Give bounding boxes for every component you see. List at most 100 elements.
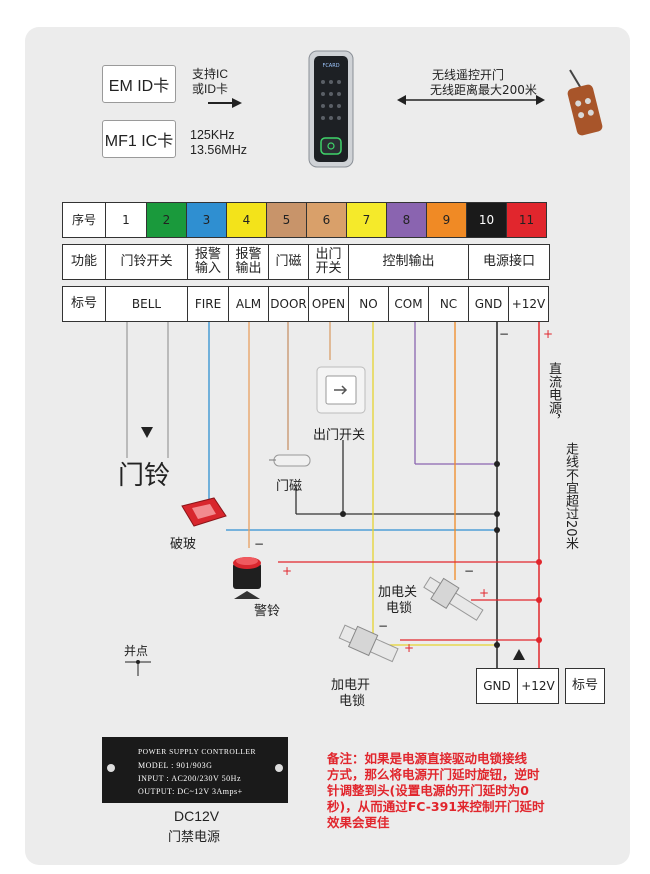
exit-button-label: 出门开关 — [313, 428, 366, 443]
seq-cell-9: 9 — [426, 202, 467, 238]
break-glass-icon — [181, 497, 227, 527]
double-arrow-icon — [397, 95, 545, 105]
func-alarm-in: 报警 输入 — [187, 244, 229, 280]
func-alarm-out: 报警 输出 — [228, 244, 269, 280]
lock-close-label: 加电关 电锁 — [378, 585, 417, 617]
support-text: 支持IC 或ID卡 — [192, 67, 228, 97]
remote-text: 无线遥控开门 无线距离最大200米 — [430, 68, 537, 98]
door-sensor-icon — [269, 454, 311, 467]
card-reader-icon: FCARD — [308, 50, 354, 168]
remark-note: 备注：如果是电源直接驱动电锁接线 方式，那么将电源开门延时旋钮，逆时 针调整到头… — [327, 751, 627, 831]
freq-125k: 125KHz — [190, 128, 235, 142]
func-alarm-in-1: 报警 — [194, 247, 221, 262]
svg-text:−: − — [254, 537, 264, 551]
support-line-1: 支持IC — [192, 67, 229, 81]
svg-text:+: + — [543, 327, 553, 341]
func-control: 控制输出 — [348, 244, 469, 280]
lock-open-line-2: 电锁 — [339, 694, 366, 709]
support-line-2: 或ID卡 — [192, 82, 229, 96]
seq-cell-6: 6 — [306, 202, 347, 238]
seq-cell-11: 11 — [506, 202, 547, 238]
mark-alm: ALM — [228, 286, 269, 322]
power-supply-plate: POWER SUPPLY CONTROLLER MODEL : 901/903G… — [102, 737, 288, 803]
seq-cell-5: 5 — [266, 202, 307, 238]
mf1-card: MF1 IC卡 — [102, 120, 176, 158]
remote-control-icon — [567, 69, 603, 136]
svg-text:+: + — [404, 641, 414, 655]
note-line-2: 方式，那么将电源开门延时旋钮，逆时 — [327, 767, 540, 782]
note-line-3: 针调整到头(设置电源的开门延时为0 — [327, 783, 529, 798]
psu-output: OUTPUT: DC~12V 3Amps+ — [138, 787, 243, 796]
svg-text:−: − — [378, 619, 388, 633]
row-label-mark: 标号 — [62, 286, 106, 322]
lock-open-line-1: 加电开 — [331, 678, 371, 693]
svg-text:−: − — [464, 564, 474, 578]
remote-line-1: 无线遥控开门 — [432, 68, 505, 82]
siren-label: 警铃 — [254, 604, 281, 619]
door-sensor-label: 门磁 — [276, 479, 303, 494]
lock-close-line-1: 加电关 — [378, 585, 418, 600]
frequency-text: 125KHz 13.56MHz — [190, 128, 247, 158]
em-card: EM ID卡 — [102, 65, 176, 103]
row-label-seq: 序号 — [62, 202, 106, 238]
psu-caption-1: DC12V — [174, 808, 220, 824]
electric-lock-open-icon — [338, 624, 399, 663]
seq-cell-2: 2 — [146, 202, 187, 238]
seq-cell-7: 7 — [346, 202, 387, 238]
func-exit: 出门 开关 — [308, 244, 349, 280]
row-label-func: 功能 — [62, 244, 106, 280]
mark-nc: NC — [428, 286, 469, 322]
lock-close-line-2: 电锁 — [386, 601, 413, 616]
bottom-gnd: GND — [476, 668, 518, 704]
func-alarm-out-1: 报警 — [235, 247, 262, 262]
dc-note-2: 走线不宜超过20米 — [563, 442, 578, 550]
psu-input: INPUT : AC200/230V 50Hz — [138, 774, 241, 783]
exit-button-icon — [316, 366, 366, 414]
junction-dot-icon — [136, 660, 140, 664]
bottom-12v: +12V — [517, 668, 559, 704]
svg-text:+: + — [282, 564, 292, 578]
seq-cell-1: 1 — [105, 202, 147, 238]
arrow-right-icon — [208, 98, 242, 108]
svg-text:−: − — [499, 327, 509, 341]
lock-open-label: 加电开 电锁 — [331, 678, 370, 710]
mark-no: NO — [348, 286, 389, 322]
screw-icon — [107, 764, 115, 772]
svg-text:+: + — [479, 586, 489, 600]
mark-open: OPEN — [308, 286, 349, 322]
freq-1356m: 13.56MHz — [190, 143, 247, 157]
psu-model: MODEL : 901/903G — [138, 761, 213, 770]
bottom-label: 标号 — [565, 668, 605, 704]
mark-door: DOOR — [268, 286, 309, 322]
dc-note-2-wrap: 走线不宜超过20米 — [562, 442, 578, 550]
bell-arrow-icon — [141, 427, 153, 438]
mark-gnd: GND — [468, 286, 509, 322]
func-alarm-out-2: 输出 — [235, 261, 262, 276]
electric-lock-close-icon — [423, 576, 484, 621]
junction-label: 并点 — [124, 644, 149, 658]
row-function: 功能 门铃开关 报警 输入 报警 输出 门磁 出门 开关 控制输出 电源接口 — [62, 244, 550, 280]
doorbell-label: 门铃 — [118, 461, 171, 491]
func-power: 电源接口 — [468, 244, 550, 280]
arrow-up-icon — [513, 649, 525, 660]
func-exit-1: 出门 — [315, 247, 342, 262]
note-line-4: 秒)，从而通过FC-391来控制开门延时 — [327, 799, 545, 814]
break-glass-label: 破玻 — [170, 537, 197, 552]
reader-brand: FCARD — [322, 63, 339, 69]
remote-line-2: 无线距离最大200米 — [430, 83, 537, 97]
dc-note-1: 直流电源， — [546, 362, 561, 427]
psu-caption-2: 门禁电源 — [168, 830, 221, 845]
bottom-terminal: GND +12V — [476, 668, 559, 704]
screw-icon — [275, 764, 283, 772]
func-bell: 门铃开关 — [105, 244, 188, 280]
func-alarm-in-2: 输入 — [194, 261, 221, 276]
row-mark: 标号 BELL FIRE ALM DOOR OPEN NO COM NC GND… — [62, 286, 549, 322]
note-line-1: 备注：如果是电源直接驱动电锁接线 — [327, 751, 528, 766]
em-card-label: EM ID卡 — [108, 78, 170, 95]
mark-12v: +12V — [508, 286, 549, 322]
siren-icon — [233, 557, 261, 599]
func-door-sensor: 门磁 — [268, 244, 309, 280]
